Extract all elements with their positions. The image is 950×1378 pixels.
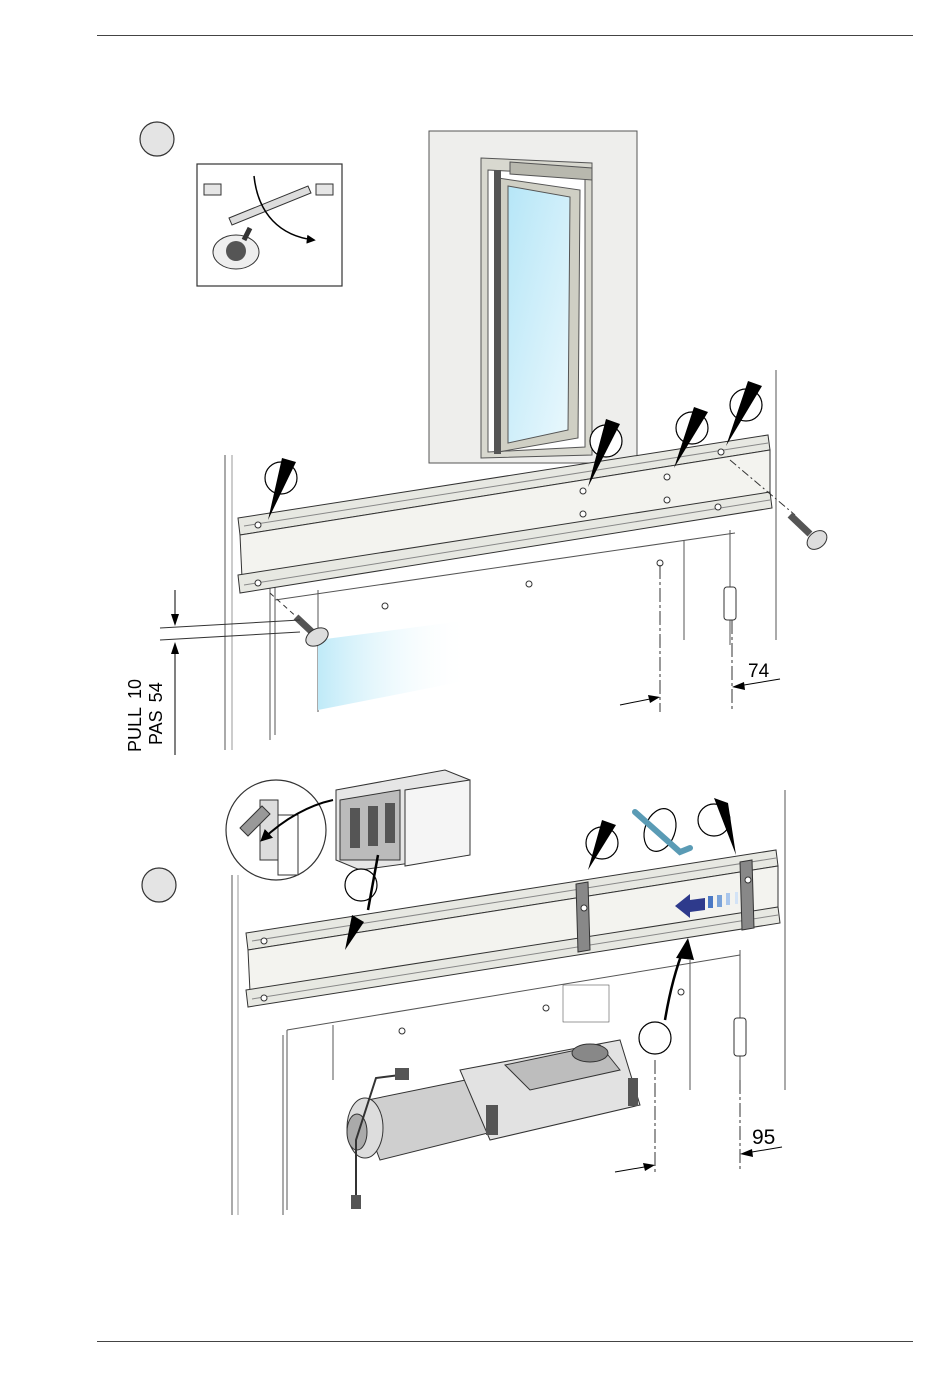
inset-door-swing [197, 164, 342, 286]
drive-unit [347, 1040, 640, 1209]
hinge-icon [724, 587, 736, 620]
dimension-95: 95 [615, 1060, 782, 1175]
step-2-circle [142, 868, 176, 902]
hinge-icon-step2 [734, 1018, 746, 1056]
track-rail-step2 [246, 850, 780, 1034]
offset-pull-label: PULL [125, 707, 145, 752]
hex-key-rotation-icon [635, 804, 690, 856]
offset-pas-value: 54 [146, 682, 166, 702]
detail-magnifier [226, 780, 333, 880]
offset-pull-value: 10 [125, 679, 145, 699]
offset-dimension: PULL 10 PAS 54 [125, 590, 300, 755]
step-1-circle [140, 122, 174, 156]
dimension-74-label: 74 [748, 661, 770, 682]
offset-pas-label: PAS [146, 710, 166, 745]
dimension-95-label: 95 [752, 1126, 775, 1149]
dimension-74: 74 [620, 565, 780, 712]
door-illustration [429, 131, 637, 463]
svg-text:PULL10: PULL 10 [125, 679, 145, 752]
svg-text:PAS54: PAS 54 [146, 682, 166, 745]
control-unit [336, 770, 470, 870]
